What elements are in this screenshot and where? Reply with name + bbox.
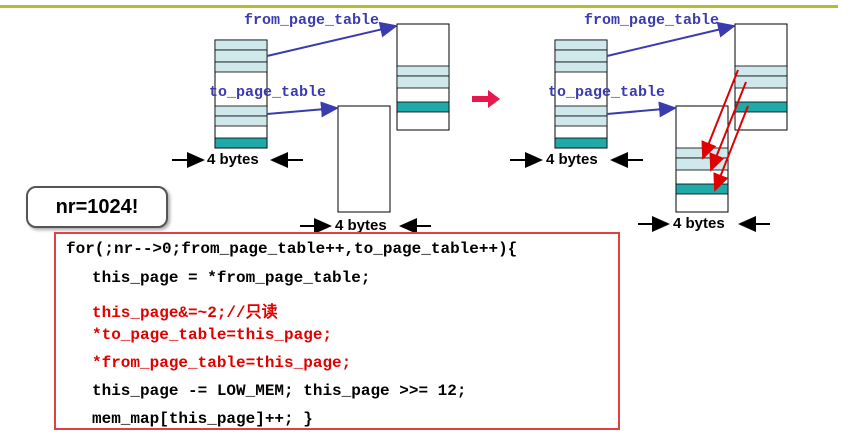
left-src-entry	[214, 39, 268, 51]
copy-arrow	[709, 81, 747, 172]
transition-arrow	[472, 90, 500, 108]
right-to-entry	[675, 157, 729, 171]
right-src-entry	[554, 61, 608, 73]
right-from-pte	[734, 101, 788, 113]
right-src-entry	[554, 105, 608, 117]
right-src-pte	[554, 137, 608, 149]
right-from-entry	[734, 75, 788, 89]
code-box	[54, 232, 620, 430]
left-diagram	[172, 21, 450, 234]
code-line: mem_map[this_page]++; }	[92, 410, 313, 428]
left-bytes-bottom: 4 bytes	[335, 217, 387, 234]
left-src-entry	[214, 61, 268, 73]
left-src-entry	[214, 49, 268, 63]
right-diagram	[510, 21, 788, 232]
right-from-entry	[734, 65, 788, 77]
right-bytes-top: 4 bytes	[546, 151, 598, 168]
left-to-table	[337, 105, 391, 213]
right-src-entry	[554, 115, 608, 127]
copy-arrow	[713, 105, 749, 192]
copy-arrow	[701, 69, 739, 160]
callout-text: nr=1024!	[55, 195, 139, 218]
left-bytes-top: 4 bytes	[207, 151, 259, 168]
left-from-entry	[396, 65, 450, 77]
left-from-entry	[396, 75, 450, 89]
left-src-entry	[214, 115, 268, 127]
code-line-readonly: this_page&=~2;//只读	[92, 304, 278, 322]
left-from-label: from_page_table	[244, 12, 380, 29]
code-line: this_page -= LOW_MEM; this_page >>= 12;	[92, 382, 467, 400]
left-src-pte	[214, 137, 268, 149]
header-rule	[0, 5, 838, 8]
code-line: this_page = *from_page_table;	[92, 269, 371, 287]
left-to-label: to_page_table	[209, 84, 327, 101]
nr-callout: nr=1024!	[26, 186, 168, 228]
right-to-label: to_page_table	[548, 84, 666, 101]
code-line-from-table: *from_page_table=this_page;	[92, 354, 352, 372]
right-to-pte	[675, 183, 729, 195]
right-bytes-bottom: 4 bytes	[673, 215, 725, 232]
code-line-to-table: *to_page_table=this_page;	[92, 326, 333, 344]
left-src-entry	[214, 105, 268, 117]
code-line: for(;nr-->0;from_page_table++,to_page_ta…	[66, 240, 518, 258]
left-from-pte	[396, 101, 450, 113]
right-src-entry	[554, 39, 608, 51]
right-from-label: from_page_table	[584, 12, 720, 29]
right-src-entry	[554, 49, 608, 63]
